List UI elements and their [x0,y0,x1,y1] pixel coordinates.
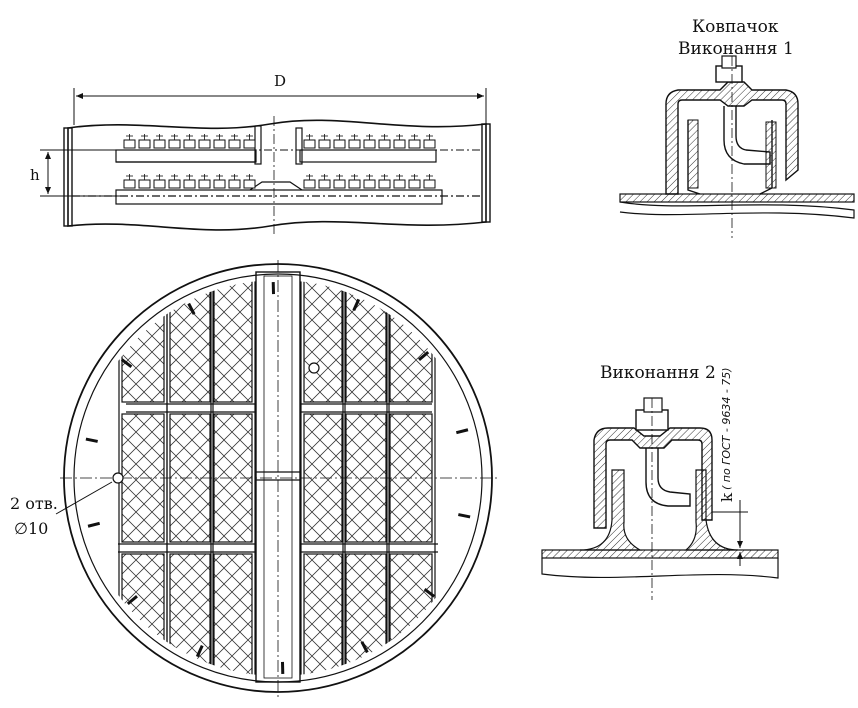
side-cap [199,134,210,148]
side-cap [409,174,420,188]
hole-top [309,363,319,373]
side-cap [169,174,180,188]
rim-clip [88,523,100,526]
hole-left [113,473,123,483]
standard-note: ( по ГОСТ - 9634 - 75) [720,367,733,490]
mesh-panel [170,414,210,542]
mesh-panel [214,554,252,684]
side-cap [394,134,405,148]
holes-count-label: 2 отв. [10,494,58,513]
mesh-panel [214,272,252,402]
side-cap [214,174,225,188]
side-cap [154,134,165,148]
side-cap [229,174,240,188]
dimension-h-label: h [30,166,40,184]
cap-variant-2: Виконання 2 k ( по ГОСТ - 9634 - 75) [542,363,778,600]
side-view: D h [30,72,490,236]
side-cap [334,174,345,188]
dimension-k-label: k [718,492,736,502]
side-cap [184,174,195,188]
rim-clip [456,430,468,433]
mesh-panel [214,414,252,542]
mesh-panel [346,554,386,684]
side-cap [379,174,390,188]
dimension-d-label: D [274,72,286,90]
side-cap [184,134,195,148]
side-cap [319,134,330,148]
side-cap [139,174,150,188]
plan-view: 2 отв. ∅10 [10,260,500,700]
mesh-panel [170,554,210,684]
holes-diameter-label: ∅10 [14,519,48,538]
side-cap [154,174,165,188]
side-cap [334,134,345,148]
shell-outline [68,120,486,230]
side-cap [304,174,315,188]
mesh-panel [122,414,164,542]
side-cap [424,174,435,188]
mesh-panel [170,272,210,402]
side-cap [229,134,240,148]
mesh-panel [304,414,342,542]
mesh-panel [346,414,386,542]
cap-variant-1: Ковпачок Виконання 1 [620,17,854,238]
side-cap [199,174,210,188]
side-cap [214,134,225,148]
side-cap [124,134,135,148]
side-cap [394,174,405,188]
side-cap [304,134,315,148]
side-caps [124,134,435,188]
cap-variant-2-title: Виконання 2 [600,363,716,383]
dimension-d: D [74,72,486,125]
rim-clip [86,439,98,441]
mesh-panel [304,272,342,402]
side-cap [244,174,255,188]
mesh-panel [390,414,432,542]
mesh-panel [122,554,164,684]
mesh-panel [122,272,164,402]
side-cap [364,134,375,148]
side-cap [364,174,375,188]
mesh-panel [304,554,342,684]
rim-clip [458,515,470,517]
side-cap [319,174,330,188]
side-cap [169,134,180,148]
side-cap [244,134,255,148]
mesh-panel [346,272,386,402]
side-cap [349,174,360,188]
side-cap [124,174,135,188]
cap-variant-1-title-line1: Ковпачок [692,17,779,37]
side-cap [139,134,150,148]
side-cap [379,134,390,148]
side-cap [349,134,360,148]
side-cap [424,134,435,148]
dimension-h: h [30,150,120,196]
side-cap [409,134,420,148]
